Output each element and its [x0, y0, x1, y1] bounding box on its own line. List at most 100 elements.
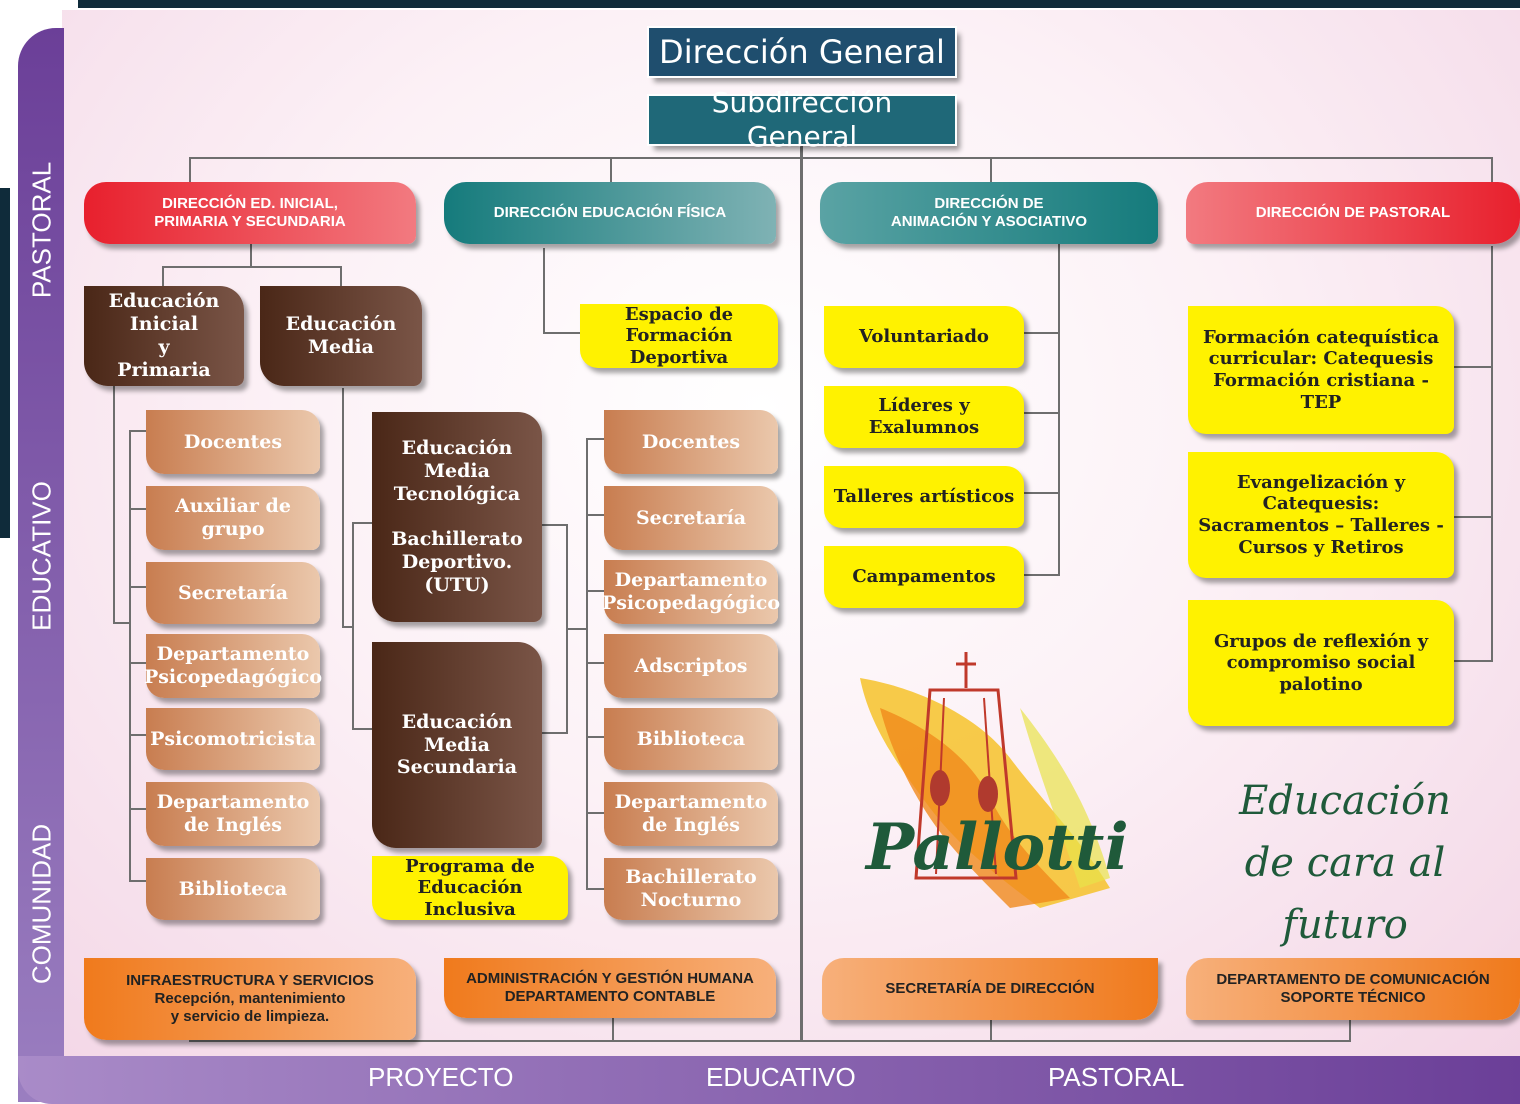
inicial-split-right — [340, 266, 342, 288]
comunicacion-label: DEPARTAMENTO DE COMUNICACIÓN SOPORTE TÉC… — [1216, 971, 1490, 1006]
media-tick-7 — [586, 888, 606, 890]
direccion-inicial-label: DIRECCIÓN ED. INICIAL, PRIMARIA Y SECUND… — [154, 195, 346, 230]
branch-drop-1 — [189, 157, 191, 183]
media-tecnologica-label: Educación Media Tecnológica Bachillerato… — [391, 437, 523, 596]
media-tick-sec — [352, 728, 372, 730]
direccion-pastoral-label: DIRECCIÓN DE PASTORAL — [1255, 204, 1451, 221]
media-item-box: Bachillerato Nocturno — [604, 858, 778, 920]
side-label-pastoral: PASTORAL — [26, 161, 57, 299]
infraestructura-box: INFRAESTRUCTURA Y SERVICIOS Recepción, m… — [84, 958, 416, 1040]
subdireccion-general-label: Subdirección General — [711, 86, 893, 153]
animacion-item-label: Líderes y Exalumnos — [868, 395, 980, 438]
primaria-item-box: Auxiliar de grupo — [146, 486, 320, 550]
media-tick-tec — [352, 522, 372, 524]
primaria-item-label: Biblioteca — [178, 877, 288, 900]
primaria-item-box: Departamento de Inglés — [146, 782, 320, 846]
primaria-item-label: Departamento de Inglés — [156, 791, 310, 836]
past-tick-2 — [1454, 516, 1493, 518]
primaria-item-label: Secretaría — [177, 581, 289, 604]
anim-tick-3 — [1024, 492, 1060, 494]
espacio-formacion-box: Espacio de Formación Deportiva — [580, 304, 778, 368]
media-tick-3 — [586, 590, 606, 592]
media-item-label: Docentes — [641, 430, 741, 453]
primaria-item-box: Psicomotricista — [146, 708, 320, 770]
direccion-inicial-box: DIRECCIÓN ED. INICIAL, PRIMARIA Y SECUND… — [84, 182, 416, 244]
fisica-drop — [543, 248, 545, 334]
primaria-tick-5 — [129, 734, 147, 736]
primaria-rail — [129, 430, 131, 882]
primaria-tick-3 — [129, 586, 147, 588]
bottom-band — [18, 1056, 1520, 1104]
media-tick-4 — [586, 662, 606, 664]
media-item-label: Bachillerato Nocturno — [625, 866, 757, 911]
media-item-box: Departamento de Inglés — [604, 782, 778, 846]
primaria-tick-4 — [129, 662, 147, 664]
side-band — [18, 28, 64, 1102]
direccion-pastoral-box: DIRECCIÓN DE PASTORAL — [1186, 182, 1520, 244]
pastoral-item-box: Formación catequística curricular: Cateq… — [1188, 306, 1454, 434]
pastoral-item-box: Grupos de reflexión y compromiso social … — [1188, 600, 1454, 726]
pastoral-item-label: Formación catequística curricular: Cateq… — [1203, 326, 1439, 413]
direccion-fisica-box: DIRECCIÓN EDUCACIÓN FÍSICA — [444, 182, 776, 244]
media-tick-1 — [586, 438, 606, 440]
past-tick-1 — [1454, 366, 1493, 368]
animacion-item-box: Talleres artísticos — [824, 466, 1024, 528]
media-item-box: Biblioteca — [604, 708, 778, 770]
primaria-item-label: Departamento Psicopedagógico — [143, 643, 323, 688]
primaria-item-box: Departamento Psicopedagógico — [143, 634, 323, 698]
educacion-media-box: Educación Media — [260, 286, 422, 386]
primaria-tick-7 — [129, 880, 147, 882]
primaria-tick-1 — [129, 430, 147, 432]
tec-out — [542, 524, 568, 526]
inicial-primaria-box: Educación Inicial y Primaria — [84, 286, 244, 386]
educacion-inclusiva-label: Programa de Educación Inclusiva — [405, 855, 535, 920]
media-tick-2 — [586, 514, 606, 516]
pallotti-church-icon — [860, 652, 1110, 908]
media-item-label: Departamento de Inglés — [614, 791, 768, 836]
bottom-drop-2 — [612, 1018, 614, 1042]
branch-drop-4 — [1491, 157, 1493, 183]
anim-tick-4 — [1024, 574, 1060, 576]
top-bar — [78, 0, 1520, 8]
secretaria-direccion-box: SECRETARÍA DE DIRECCIÓN — [822, 958, 1158, 1020]
primaria-item-label: Auxiliar de grupo — [175, 495, 291, 540]
administracion-label: ADMINISTRACIÓN Y GESTIÓN HUMANA DEPARTAM… — [466, 970, 754, 1005]
comunicacion-box: DEPARTAMENTO DE COMUNICACIÓN SOPORTE TÉC… — [1186, 958, 1520, 1020]
media-items-join — [566, 628, 588, 630]
slogan-text: Educación de cara al futuro — [1239, 778, 1451, 948]
primaria-item-label: Psicomotricista — [150, 727, 316, 750]
media-item-label: Secretaría — [635, 506, 747, 529]
media-item-label: Biblioteca — [636, 727, 746, 750]
educacion-inclusiva-box: Programa de Educación Inclusiva — [372, 856, 568, 920]
media-item-box: Secretaría — [604, 486, 778, 550]
primaria-item-label: Docentes — [183, 430, 283, 453]
primaria-trunk — [113, 384, 115, 624]
infraestructura-label: INFRAESTRUCTURA Y SERVICIOS Recepción, m… — [126, 972, 374, 1025]
bottom-label-proyecto: PROYECTO — [368, 1062, 514, 1092]
media-secundaria-label: Educación Media Secundaria — [396, 710, 518, 779]
animacion-item-box: Voluntariado — [824, 306, 1024, 368]
direccion-animacion-box: DIRECCIÓN DE ANIMACIÓN Y ASOCIATIVO — [820, 182, 1158, 244]
side-label-comunidad: COMUNIDAD — [26, 823, 57, 985]
pastoral-item-box: Evangelización y Catequesis: Sacramentos… — [1188, 452, 1454, 578]
pallotti-wordmark: Pallotti — [866, 810, 1129, 885]
animacion-item-label: Talleres artísticos — [833, 486, 1015, 508]
media-item-box: Departamento Psicopedagógico — [601, 560, 781, 624]
media-item-box: Adscriptos — [604, 634, 778, 698]
pastoral-rail — [1491, 246, 1493, 662]
main-spine-line — [800, 144, 803, 1042]
pastoral-item-label: Grupos de reflexión y compromiso social … — [1213, 630, 1429, 695]
pallotti-logo: Pallotti — [840, 648, 1140, 918]
direccion-fisica-label: DIRECCIÓN EDUCACIÓN FÍSICA — [493, 204, 727, 221]
anim-tick-1 — [1024, 332, 1060, 334]
media-items-rail — [586, 438, 588, 890]
secretaria-direccion-label: SECRETARÍA DE DIRECCIÓN — [885, 980, 1095, 997]
primaria-item-box: Biblioteca — [146, 858, 320, 920]
left-edge-bar — [0, 188, 10, 538]
primaria-item-box: Secretaría — [146, 562, 320, 624]
media-secundaria-box: Educación Media Secundaria — [372, 642, 542, 848]
media-item-label: Departamento Psicopedagógico — [601, 569, 781, 614]
side-label-educativo: EDUCATIVO — [26, 481, 57, 631]
media-trunk — [342, 388, 344, 628]
direccion-animacion-label: DIRECCIÓN DE ANIMACIÓN Y ASOCIATIVO — [890, 195, 1088, 230]
